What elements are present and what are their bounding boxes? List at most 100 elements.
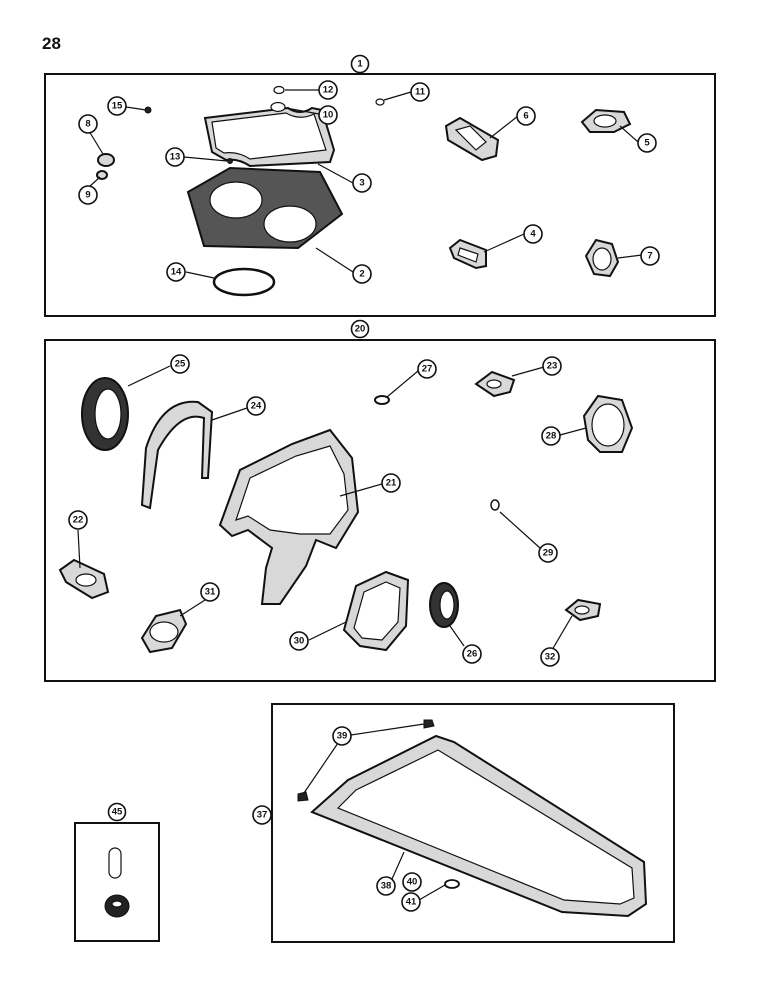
part-12-washer	[273, 85, 285, 95]
svg-text:27: 27	[422, 364, 433, 375]
svg-text:11: 11	[415, 87, 426, 98]
part-39-end-seal-lower	[297, 791, 309, 802]
leader-lines	[77, 89, 643, 901]
kit-20-panel	[44, 339, 716, 682]
part-2-bore-left	[209, 181, 263, 219]
kit-1-panel	[44, 73, 716, 317]
part-24-timing-gasket	[140, 400, 214, 510]
part-45-plug-bore	[111, 900, 123, 908]
svg-text:31: 31	[205, 587, 216, 598]
kit-37-panel	[271, 703, 675, 943]
callout-12: 12	[318, 80, 338, 100]
part-4-opening	[457, 247, 479, 263]
svg-text:32: 32	[545, 652, 556, 663]
svg-text:24: 24	[251, 401, 262, 412]
svg-text:13: 13	[170, 152, 181, 163]
part-22-opening	[75, 573, 97, 587]
callout-5: 5	[637, 133, 657, 153]
svg-text:41: 41	[406, 897, 417, 908]
callout-7: 7	[640, 246, 660, 266]
svg-text:8: 8	[85, 119, 90, 130]
part-41-washer	[444, 879, 460, 889]
part-7-opening	[592, 247, 612, 271]
svg-text:14: 14	[171, 267, 182, 278]
part-30-opening	[353, 581, 401, 641]
callout-31: 31	[200, 582, 220, 602]
callout-15: 15	[107, 96, 127, 116]
svg-text:1: 1	[357, 59, 363, 70]
svg-text:9: 9	[85, 190, 90, 201]
svg-text:5: 5	[644, 138, 650, 149]
svg-text:39: 39	[337, 731, 348, 742]
callout-1: 1	[350, 54, 370, 74]
callout-4: 4	[523, 224, 543, 244]
callout-40: 40	[402, 872, 422, 892]
svg-text:23: 23	[547, 361, 558, 372]
part-21-inner-opening	[235, 445, 349, 535]
callout-37: 37	[252, 805, 272, 825]
part-8-grommet	[97, 153, 115, 167]
part-23-opening	[486, 379, 502, 389]
part-14-ring-seal	[212, 267, 276, 297]
svg-text:30: 30	[294, 636, 305, 647]
callout-21: 21	[381, 473, 401, 493]
kit-45-panel	[74, 822, 160, 942]
callout-8: 8	[78, 114, 98, 134]
part-2-bore-right	[263, 205, 317, 243]
callout-28: 28	[541, 426, 561, 446]
callout-2: 2	[352, 264, 372, 284]
callout-23: 23	[542, 356, 562, 376]
callout-38: 38	[376, 876, 396, 896]
part-39-end-seal-upper	[423, 719, 435, 729]
svg-text:28: 28	[546, 431, 557, 442]
svg-text:12: 12	[323, 85, 334, 96]
svg-text:26: 26	[467, 649, 478, 660]
callout-20: 20	[350, 319, 370, 339]
svg-text:2: 2	[359, 269, 364, 280]
part-3-inner-opening	[211, 112, 327, 160]
part-5-opening	[593, 114, 617, 128]
callout-14: 14	[166, 262, 186, 282]
part-2-head-gasket	[186, 166, 344, 250]
svg-text:20: 20	[355, 324, 366, 335]
callout-29: 29	[538, 543, 558, 563]
callout-27: 27	[417, 359, 437, 379]
part-26-seal-bore	[439, 590, 455, 620]
svg-text:29: 29	[543, 548, 554, 559]
svg-text:25: 25	[175, 359, 186, 370]
callout-6: 6	[516, 106, 536, 126]
callout-41: 41	[401, 892, 421, 912]
callout-3: 3	[352, 173, 372, 193]
svg-text:40: 40	[407, 877, 418, 888]
part-28-opening	[591, 403, 625, 447]
svg-text:45: 45	[112, 807, 123, 818]
part-13-dot	[227, 158, 233, 164]
svg-text:21: 21	[386, 478, 397, 489]
part-25-seal-bore	[94, 388, 122, 440]
part-38-inner-opening	[336, 749, 635, 905]
callout-9: 9	[78, 185, 98, 205]
svg-text:6: 6	[523, 111, 528, 122]
callout-24: 24	[246, 396, 266, 416]
part-6-opening	[454, 125, 487, 151]
svg-text:37: 37	[257, 810, 268, 821]
part-45-sleeve	[108, 847, 122, 879]
callout-10: 10	[318, 105, 338, 125]
svg-text:3: 3	[359, 178, 364, 189]
callout-13: 13	[165, 147, 185, 167]
callout-32: 32	[540, 647, 560, 667]
callout-39: 39	[332, 726, 352, 746]
svg-text:4: 4	[530, 229, 536, 240]
callout-22: 22	[68, 510, 88, 530]
part-11-washer	[375, 98, 385, 106]
callout-11: 11	[410, 82, 430, 102]
part-10-washer	[270, 101, 286, 113]
part-31-opening	[149, 621, 179, 643]
callout-30: 30	[289, 631, 309, 651]
callout-45: 45	[107, 802, 127, 822]
page-number: 28	[42, 34, 61, 53]
svg-text:7: 7	[647, 251, 652, 262]
part-32-opening	[574, 605, 590, 615]
callout-25: 25	[170, 354, 190, 374]
